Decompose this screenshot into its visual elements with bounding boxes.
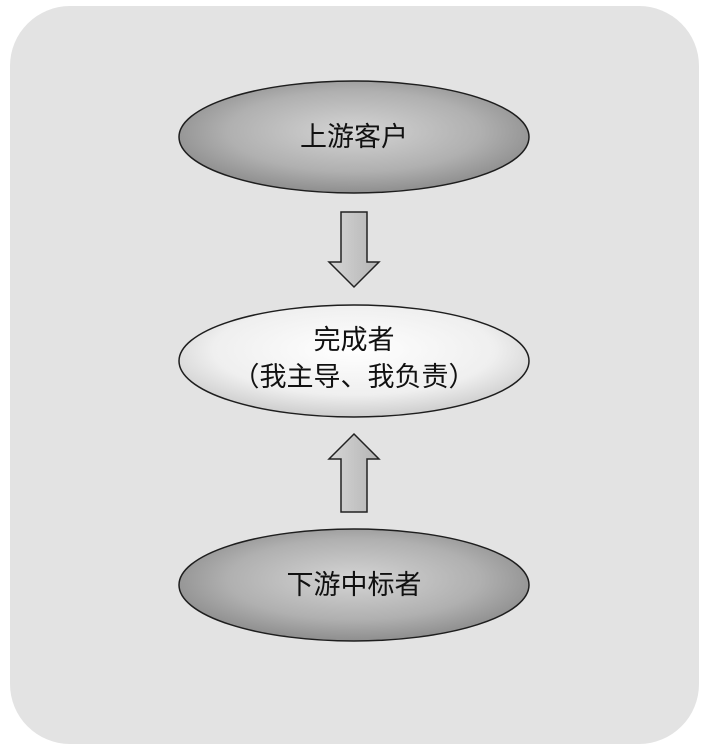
node-downstream-shape xyxy=(178,528,530,642)
node-completer-label-line1: 完成者 xyxy=(314,325,395,356)
arrow-down-upstream-to-completer xyxy=(327,211,381,289)
arrow-up-downstream-to-completer xyxy=(327,432,381,513)
node-downstream-label: 下游中标者 xyxy=(287,570,422,601)
node-upstream-label: 上游客户 xyxy=(300,122,408,153)
node-completer-shape xyxy=(178,304,530,418)
node-downstream: 下游中标者 xyxy=(178,528,530,642)
node-upstream: 上游客户 xyxy=(178,80,530,194)
node-completer-label-line2: （我主导、我负责） xyxy=(233,362,476,393)
node-completer: 完成者 （我主导、我负责） xyxy=(178,304,530,418)
node-upstream-shape xyxy=(178,80,530,194)
